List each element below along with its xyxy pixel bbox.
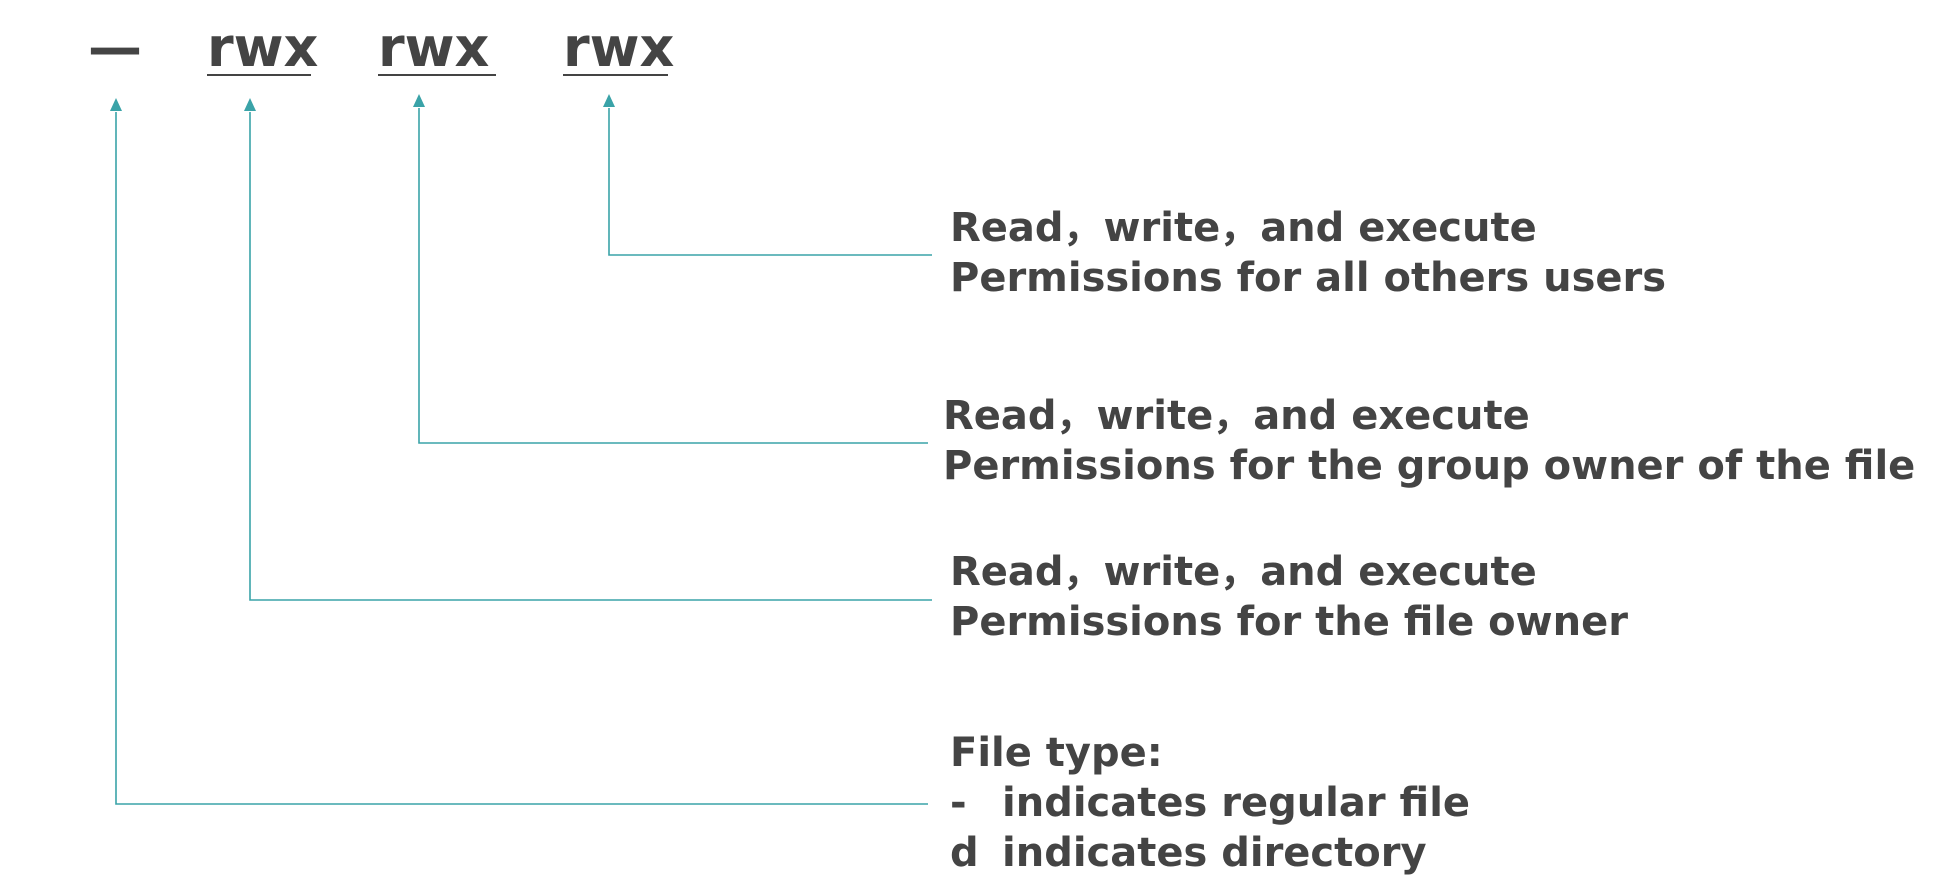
connector-owner <box>249 112 932 601</box>
arrowhead-owner-icon <box>244 98 256 111</box>
label-others: Read，write，and execute Permissions for a… <box>950 203 1666 303</box>
arrowhead-others-icon <box>603 94 615 107</box>
connector-file-type <box>115 112 928 805</box>
label-group-line1: Read，write，and execute <box>943 393 1530 439</box>
label-file-type-regular: -indicates regular file <box>950 778 1470 828</box>
others-permissions: rwx <box>563 16 675 79</box>
owner-permissions: rwx <box>207 16 319 79</box>
regular-file-text: indicates regular file <box>1002 780 1471 826</box>
group-permissions: rwx <box>378 16 490 79</box>
label-others-line1: Read，write，and execute <box>950 205 1537 251</box>
directory-text: indicates directory <box>1002 830 1427 876</box>
label-owner-line1: Read，write，and execute <box>950 549 1537 595</box>
label-file-type-heading: File type: <box>950 730 1163 776</box>
arrowhead-file-type-icon <box>110 98 122 111</box>
others-underline <box>563 74 668 76</box>
label-others-line2: Permissions for all others users <box>950 255 1667 301</box>
owner-underline <box>207 74 311 76</box>
regular-file-key: - <box>950 780 967 826</box>
connector-group <box>418 108 928 444</box>
connector-others <box>608 108 932 256</box>
label-group-line2: Permissions for the group owner of the f… <box>943 443 1916 489</box>
file-type-symbol: — <box>88 16 142 79</box>
label-owner: Read，write，and execute Permissions for t… <box>950 547 1628 647</box>
group-underline <box>378 74 496 76</box>
label-owner-line2: Permissions for the file owner <box>950 599 1628 645</box>
directory-key: d <box>950 830 979 876</box>
label-group: Read，write，and execute Permissions for t… <box>943 391 1915 491</box>
arrowhead-group-icon <box>413 94 425 107</box>
label-file-type-directory: d indicates directory <box>950 828 1470 878</box>
